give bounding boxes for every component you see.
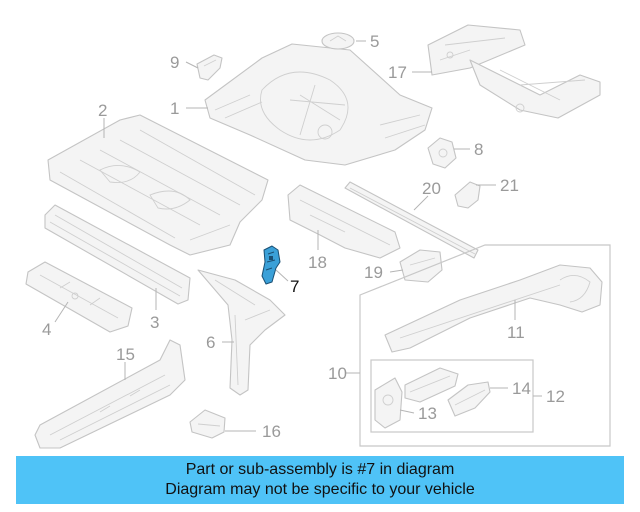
callout-7: 7	[290, 277, 299, 296]
callout-21: 21	[500, 176, 519, 195]
part-21-small-bracket	[454, 181, 481, 209]
callout-1: 1	[170, 99, 179, 118]
box-10-outline	[359, 244, 611, 447]
callout-13: 13	[418, 404, 437, 423]
part-17-rear-frame	[427, 24, 601, 119]
callout-2: 2	[98, 101, 107, 120]
leader-lines	[54, 40, 542, 432]
callout-19: 19	[364, 263, 383, 282]
part-6-pillar-panel	[197, 269, 286, 396]
part-2-front-floor-pan	[47, 114, 269, 256]
banner-line-2: Diagram may not be specific to your vehi…	[165, 481, 475, 498]
callout-20: 20	[422, 179, 441, 198]
part-11-wheelhouse	[384, 264, 603, 353]
part-15-side-rail	[34, 339, 186, 449]
info-banner: Part or sub-assembly is #7 in diagram Di…	[16, 456, 624, 504]
part-16-small-bracket	[189, 409, 226, 439]
callout-6: 6	[206, 333, 215, 352]
callout-8: 8	[474, 140, 483, 159]
banner-line-1: Part or sub-assembly is #7 in diagram	[185, 461, 455, 478]
callout-14: 14	[512, 379, 531, 398]
callout-17: 17	[388, 63, 407, 82]
part-20-reinforcement	[344, 181, 479, 259]
part-18-rail	[287, 184, 401, 259]
part-5-plug	[321, 32, 355, 50]
callout-5: 5	[370, 32, 379, 51]
parts-diagram: 1 2 3 4 5 6 7 8 9 10 11 12 13 14 15 16 1…	[25, 24, 611, 449]
callout-3: 3	[150, 313, 159, 332]
part-3-floor-sill	[44, 204, 191, 305]
callout-16: 16	[262, 422, 281, 441]
part-14-brackets	[404, 367, 491, 417]
part-1-rear-floor-pan	[204, 43, 433, 166]
callout-10: 10	[328, 364, 347, 383]
part-13-bracket	[374, 377, 403, 429]
part-7-bracket-highlighted	[261, 245, 281, 285]
callout-4: 4	[42, 320, 51, 339]
callout-15: 15	[116, 345, 135, 364]
callout-9: 9	[170, 53, 179, 72]
part-4-cross-member	[25, 261, 133, 333]
part-9-small-bracket	[196, 54, 223, 81]
callout-11: 11	[507, 323, 525, 342]
callout-12: 12	[546, 387, 565, 406]
callout-18: 18	[308, 253, 327, 272]
part-8-plate	[427, 137, 457, 169]
part-19-bracket	[399, 249, 443, 283]
